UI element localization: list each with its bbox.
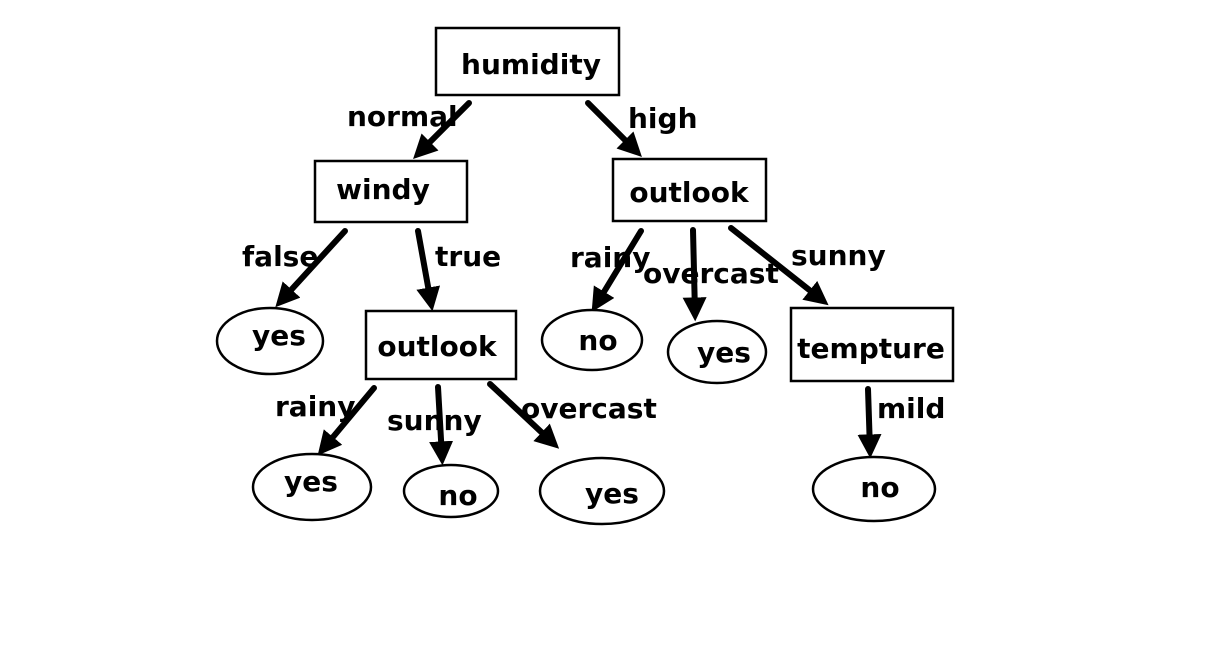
node-humidity: humidity [434,26,621,97]
leaf-yes-overcast-high: yes [666,319,768,385]
node-windy-label: windy [336,173,430,206]
node-windy: windy [313,159,469,224]
edge-label-sunny-true: sunny [387,404,482,437]
edge-rainy-high [591,228,644,313]
node-outlook-high-label: outlook [629,176,750,209]
node-tempture-label: tempture [797,332,945,365]
leaf-no-mild-label: no [860,471,899,504]
leaf-no-sunny-true-label: no [438,479,477,512]
leaf-no-mild: no [811,455,937,523]
edge-sunny-high [728,225,829,306]
leaf-yes-overcast-true-label: yes [585,477,639,510]
edge-label-true: true [435,240,501,273]
edge-overcast-high [682,227,707,322]
node-humidity-label: humidity [461,48,601,81]
leaf-yes-rainy-true-label: yes [284,465,338,498]
edge-true [415,228,441,312]
edge-label-normal: normal [347,100,458,133]
node-outlook-true: outlook [364,309,518,381]
edge-high [585,100,642,157]
leaf-yes-overcast-high-label: yes [697,336,751,369]
edge-mild [857,386,882,459]
edge-label-mild: mild [877,392,945,425]
edge-label-sunny-high: sunny [791,239,886,272]
node-tempture: tempture [789,306,955,383]
edge-label-rainy-high: rainy [570,241,651,274]
edge-rainy-true [317,385,377,456]
edge-label-overcast-true: overcast [521,392,657,425]
edge-false [275,228,348,308]
edge-sunny-true [429,384,454,466]
leaf-yes-overcast-true: yes [538,456,666,526]
edge-label-overcast-high: overcast [643,257,779,290]
node-outlook-true-label: outlook [377,330,498,363]
leaf-yes-false-label: yes [252,319,306,352]
leaf-no-rainy-high: no [540,308,644,372]
leaf-yes-false: yes [215,306,325,376]
node-outlook-high: outlook [611,157,768,223]
edge-label-high: high [628,102,698,135]
leaf-no-sunny-true: no [402,463,500,519]
edge-label-false: false [242,240,318,273]
leaf-yes-rainy-true: yes [251,452,373,522]
edge-label-rainy-true: rainy [275,390,356,423]
edge-normal [413,100,472,159]
edge-overcast-true [487,381,560,449]
leaf-no-rainy-high-label: no [578,324,617,357]
